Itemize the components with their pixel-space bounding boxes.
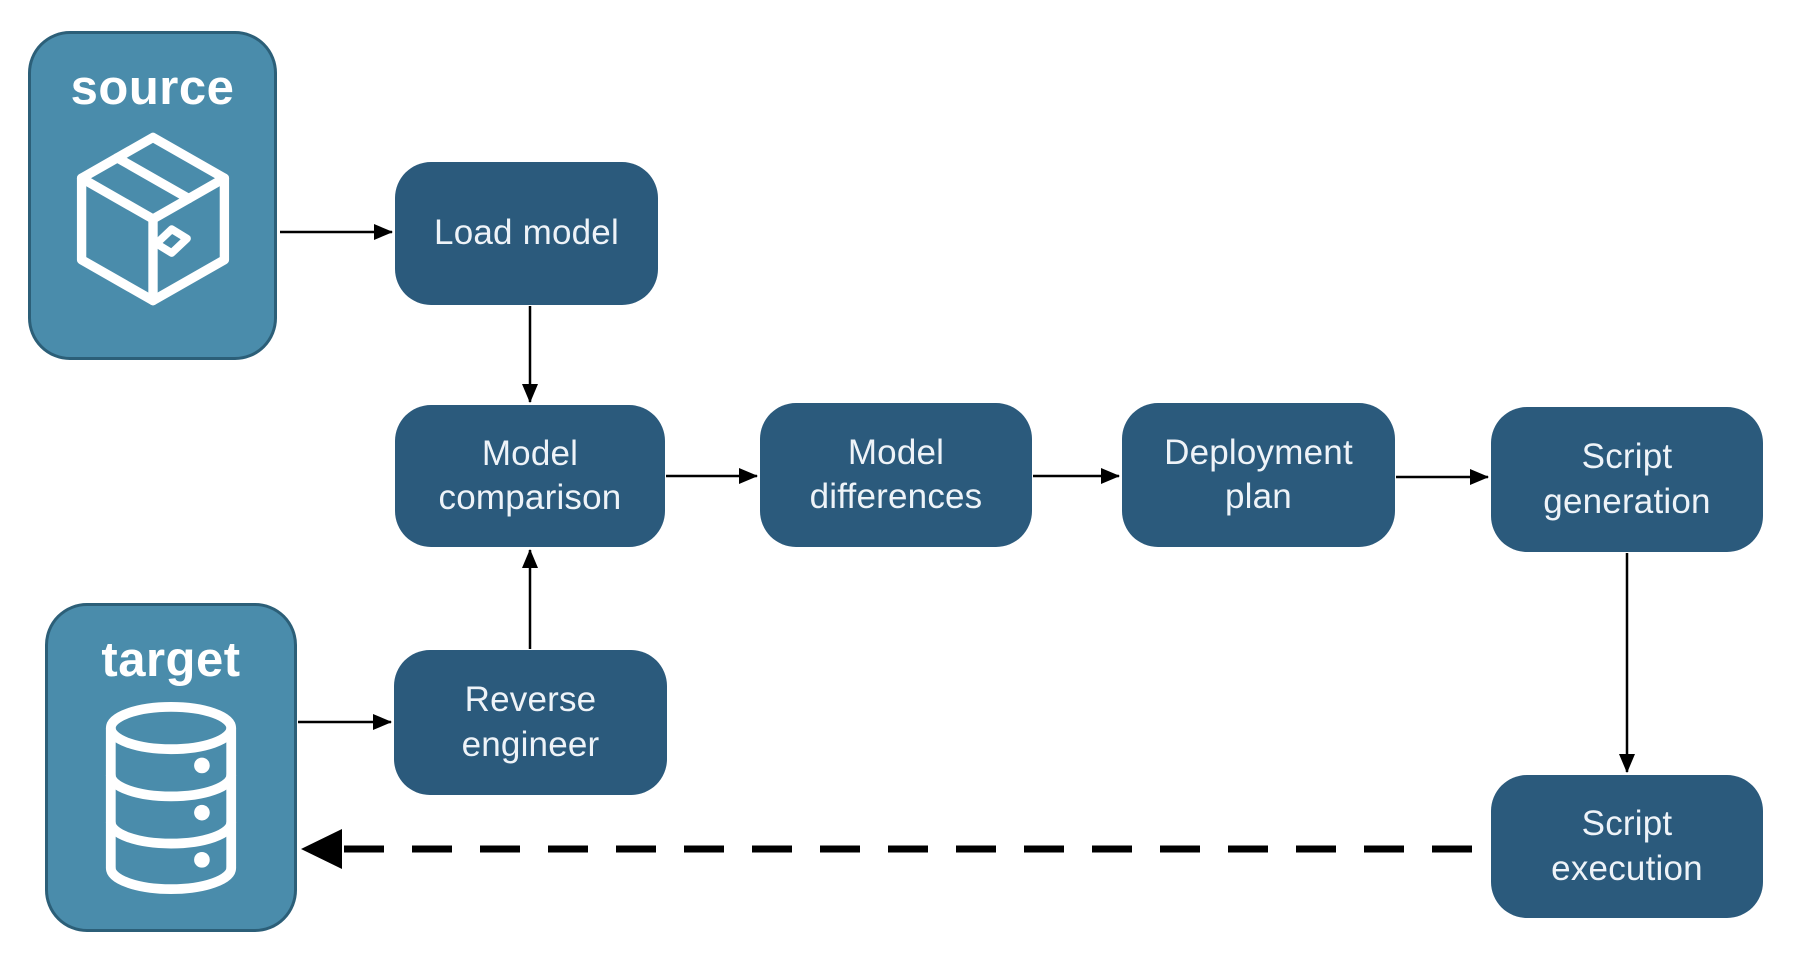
node-deployment-plan-label: Deployment plan — [1164, 432, 1353, 516]
node-script-generation-label: Script generation — [1543, 437, 1711, 521]
node-model-differences: Model differences — [760, 403, 1032, 547]
source-label: source — [70, 61, 235, 115]
edge-script-execution-to-target-dashed — [301, 829, 1491, 869]
node-reverse-engineer: Reverse engineer — [394, 650, 667, 795]
node-script-generation: Script generation — [1491, 407, 1763, 552]
node-load-model-label: Load model — [434, 213, 619, 253]
node-deployment-plan: Deployment plan — [1122, 403, 1395, 547]
node-model-comparison: Model comparison — [395, 405, 665, 547]
target-label: target — [101, 633, 241, 687]
endpoint-target: target — [45, 603, 297, 932]
node-script-execution-label: Script execution — [1551, 804, 1703, 888]
package-icon — [76, 132, 229, 306]
node-model-differences-label: Model differences — [809, 432, 983, 516]
database-icon — [105, 702, 237, 894]
node-model-comparison-label: Model comparison — [438, 433, 622, 517]
node-script-execution: Script execution — [1491, 775, 1763, 918]
node-reverse-engineer-label: Reverse engineer — [461, 680, 600, 764]
endpoint-source: source — [28, 31, 277, 360]
node-load-model: Load model — [395, 162, 658, 305]
